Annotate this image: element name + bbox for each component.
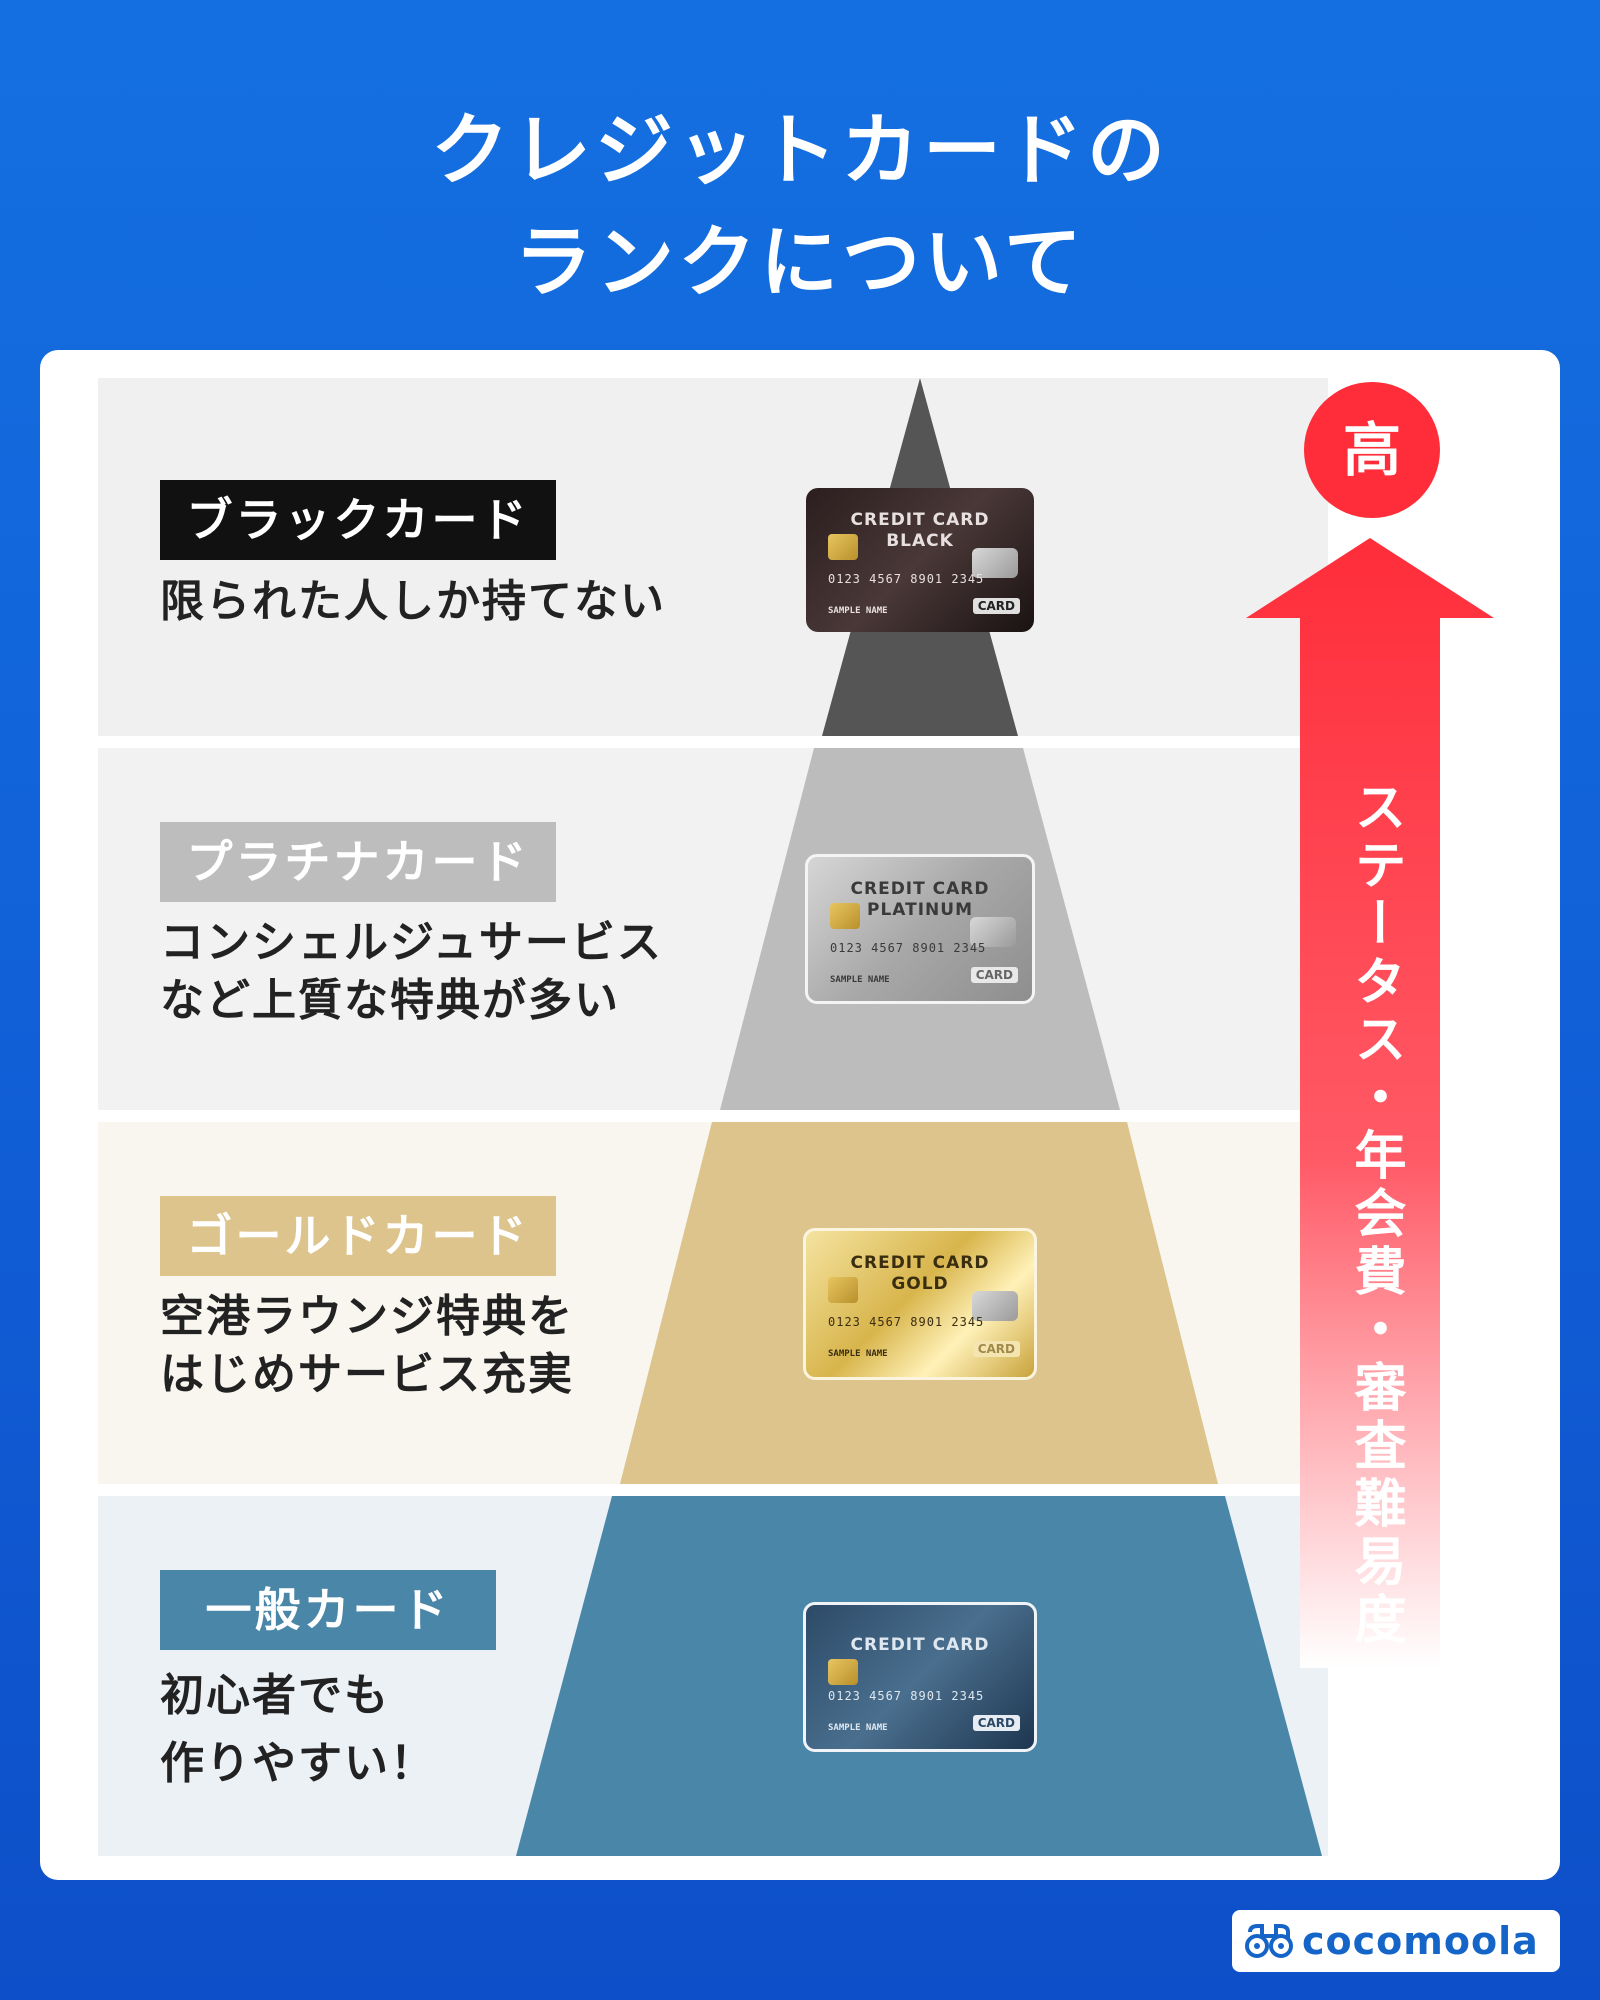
up-arrow-icon: [1246, 538, 1494, 1668]
tier-label-general: 一般カード: [160, 1570, 496, 1650]
hologram-icon: [970, 917, 1016, 947]
hologram-icon: [972, 1291, 1018, 1321]
chip-icon: [830, 903, 860, 929]
card-platinum: CREDIT CARD PLATINUM 0123 4567 8901 2345…: [805, 854, 1035, 1004]
logo-text: cocomoola: [1302, 1919, 1539, 1963]
binoculars-icon: [1245, 1924, 1293, 1958]
title-line-2: ランクについて: [514, 218, 1086, 308]
chip-icon: [828, 1277, 858, 1303]
rank-pyramid-panel: ブラックカード 限られた人しか持てない CREDIT CARD BLACK 01…: [40, 350, 1560, 1880]
tier-desc-black: 限られた人しか持てない: [160, 576, 666, 627]
title-line-1: クレジットカードの: [430, 106, 1169, 196]
tier-desc-platinum: コンシェルジュサービス など上質な特典が多い: [160, 917, 663, 1026]
high-level-badge: 高: [1304, 382, 1440, 518]
chip-icon: [828, 534, 858, 560]
tier-label-gold: ゴールドカード: [160, 1196, 556, 1276]
band-platinum: [98, 748, 1328, 1110]
chip-icon: [828, 1659, 858, 1685]
tier-label-black: ブラックカード: [160, 480, 556, 560]
arrow-axis-label: ステータス・年会費・審査難易度: [1345, 780, 1405, 1650]
tier-desc-general: 初心者でも 作りやすい！: [160, 1670, 436, 1789]
brand-logo: cocomoola: [1232, 1910, 1560, 1972]
card-gold: CREDIT CARD GOLD 0123 4567 8901 2345 SAM…: [803, 1228, 1037, 1380]
hologram-icon: [972, 548, 1018, 578]
page-title: クレジットカードの ランクについて: [0, 95, 1600, 319]
tier-label-platinum: プラチナカード: [160, 822, 556, 902]
card-general: CREDIT CARD 0123 4567 8901 2345 SAMPLE N…: [803, 1602, 1037, 1752]
tier-desc-gold: 空港ラウンジ特典を はじめサービス充実: [160, 1291, 574, 1400]
card-black: CREDIT CARD BLACK 0123 4567 8901 2345 SA…: [806, 488, 1034, 632]
